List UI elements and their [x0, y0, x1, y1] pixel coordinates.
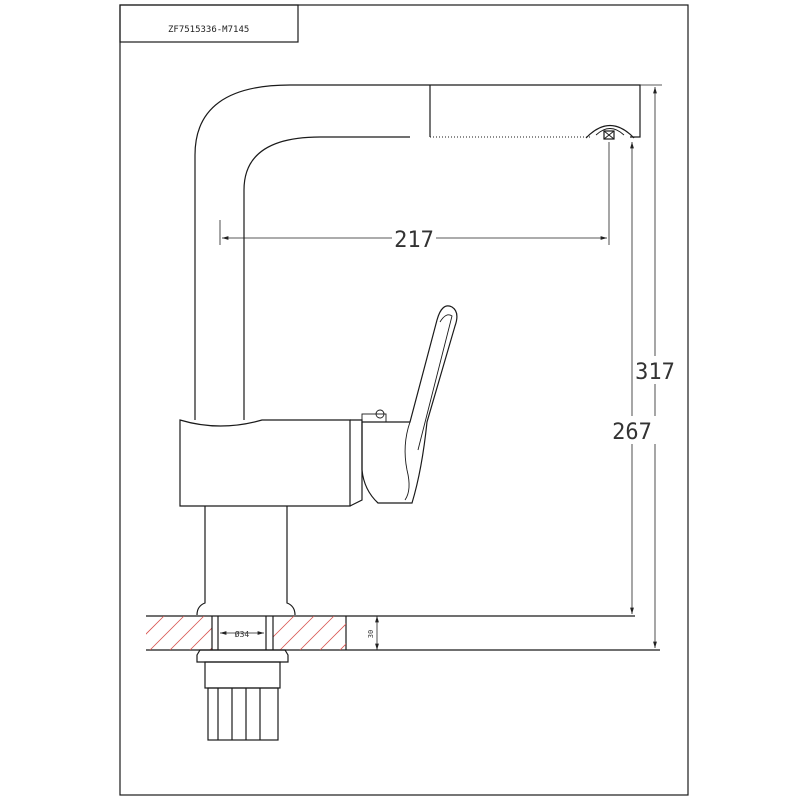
sheet-border — [119, 4, 689, 796]
deck-thickness-label: 30 — [367, 630, 375, 638]
shank — [196, 506, 296, 616]
hole-diameter-label: Ø34 — [235, 629, 250, 639]
hole-diameter-dimension: Ø34 — [220, 629, 264, 639]
spout — [194, 84, 641, 420]
spout-height-label: 267 — [612, 420, 652, 445]
faucet-body — [179, 409, 387, 507]
deck-section — [146, 615, 660, 651]
total-height-label: 317 — [635, 360, 675, 385]
reach-dimension: 217 — [219, 142, 610, 253]
spout-height-dimension: 267 — [610, 142, 656, 614]
lever-handle — [361, 305, 458, 504]
total-height-dimension: 317 — [632, 84, 678, 648]
reach-label: 217 — [394, 228, 434, 253]
product-code: ZF7515336-M7145 — [168, 25, 249, 35]
title-block — [119, 4, 299, 43]
aerator — [585, 124, 635, 139]
deck-thickness-dimension: 30 — [367, 616, 379, 650]
mounting-nut — [196, 649, 289, 741]
